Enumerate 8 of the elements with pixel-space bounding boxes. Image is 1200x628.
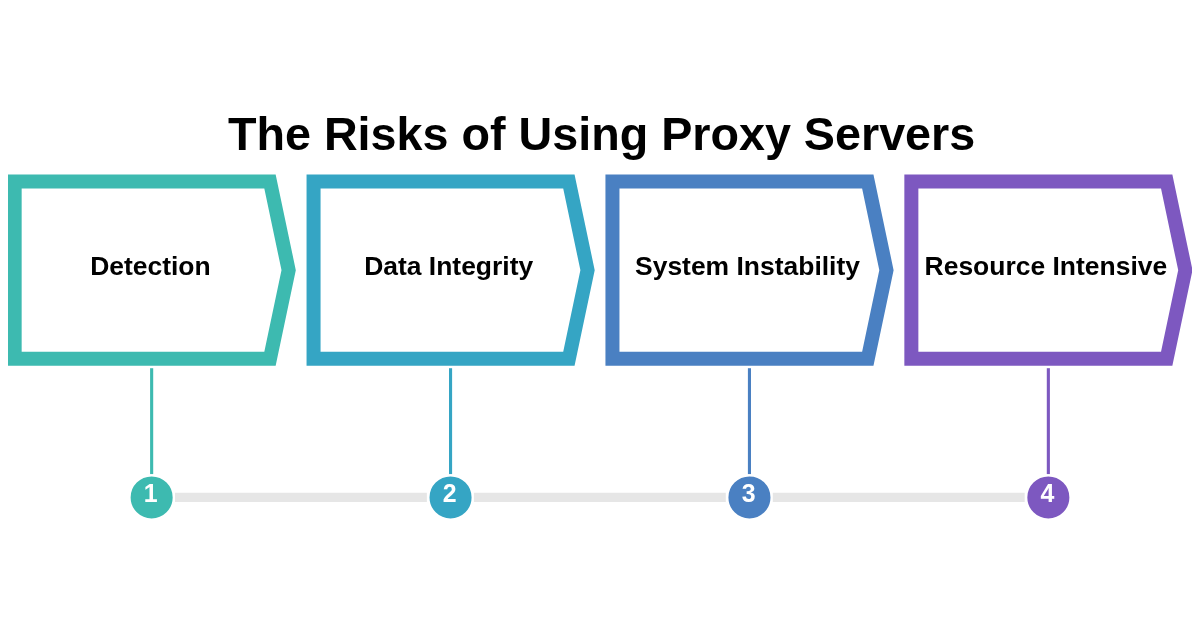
- connector: [150, 367, 154, 474]
- connector: [473, 492, 726, 502]
- connector: [747, 367, 751, 474]
- connector: [175, 492, 427, 502]
- diagram-title: The Risks of Using Proxy Servers: [227, 107, 976, 160]
- connector: [1046, 367, 1050, 474]
- connector: [772, 492, 1025, 502]
- connector: [449, 367, 453, 474]
